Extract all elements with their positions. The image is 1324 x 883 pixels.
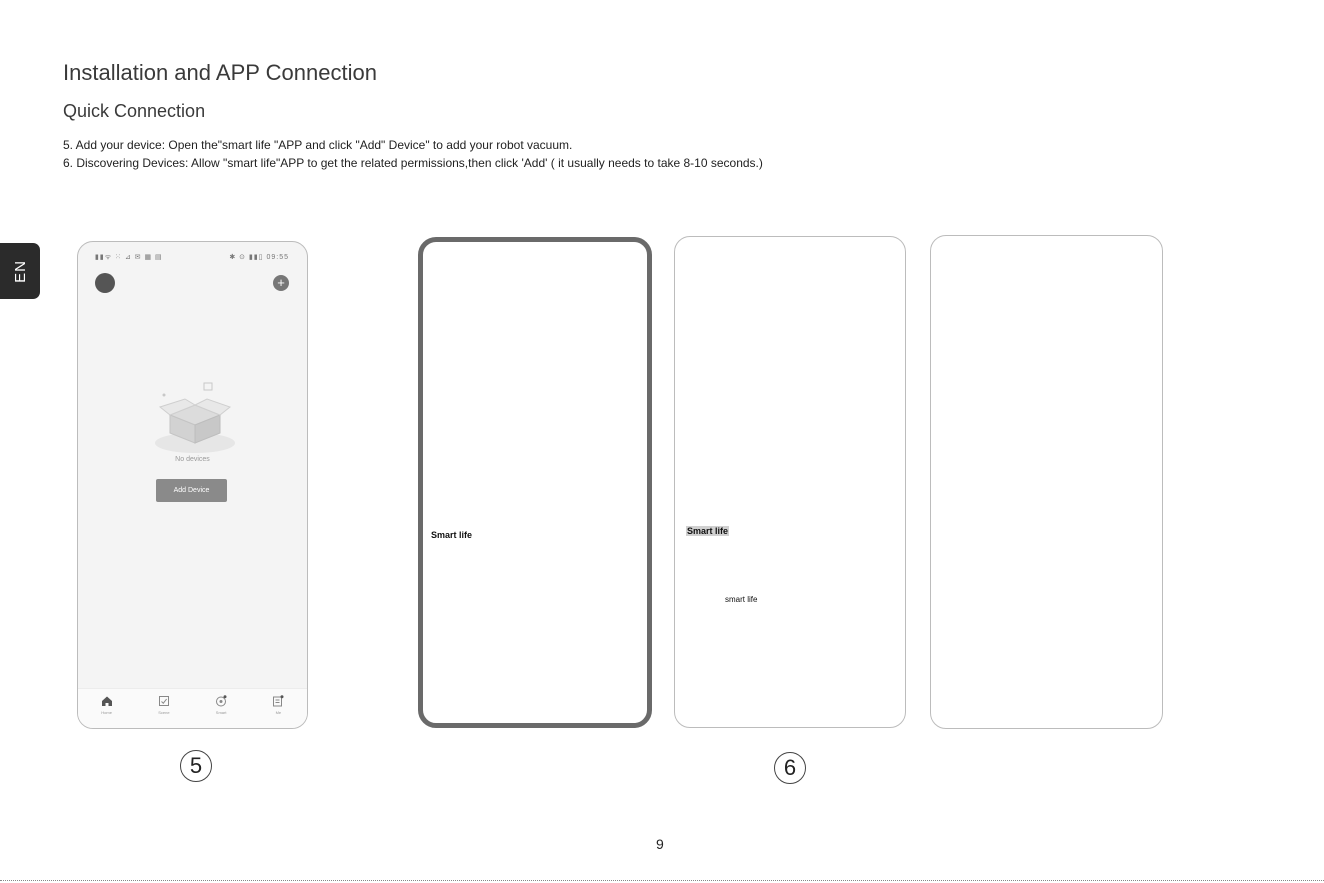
avatar[interactable] <box>95 273 115 293</box>
step-5-instruction: 5. Add your device: Open the"smart life … <box>63 138 573 152</box>
bottom-divider <box>0 880 1324 882</box>
home-icon <box>101 696 112 706</box>
tab-smart[interactable]: Smart <box>201 695 241 715</box>
tab-label: Home <box>101 710 112 715</box>
tab-scene[interactable]: Scene <box>144 695 184 715</box>
phone-screenshot-home: ▮▮ᯤ ⁙ ⊿ ✉ ▦ ▤ ✱ ⊙ ▮▮▯ 09:55 + No devices… <box>77 241 308 729</box>
phone-screenshot-permission-a: Smart life <box>418 237 652 728</box>
me-icon <box>273 695 284 707</box>
language-tab-label: EN <box>11 259 29 283</box>
page-number: 9 <box>656 836 664 852</box>
tab-label: Smart <box>215 710 227 715</box>
app-name-label: Smart life <box>431 530 473 540</box>
smart-icon <box>216 695 227 707</box>
empty-state-text: No devices <box>175 456 210 463</box>
page-title: Installation and APP Connection <box>63 60 377 85</box>
tab-me[interactable]: Me <box>258 695 298 715</box>
phone-screenshot-discovering <box>930 235 1163 729</box>
tab-label: Scene <box>158 710 170 715</box>
bottom-tab-bar: Home Scene Smart <box>78 688 307 728</box>
scene-icon <box>158 696 169 706</box>
app-name-small-label: smart life <box>725 595 758 604</box>
add-device-button[interactable]: Add Device <box>156 479 227 502</box>
app-name-label: Smart life <box>686 526 730 536</box>
step-6-instruction: 6. Discovering Devices: Allow "smart lif… <box>63 156 763 170</box>
phone-screenshot-permission-b: Smart life smart life <box>674 236 906 728</box>
section-subtitle: Quick Connection <box>63 101 206 121</box>
status-bar-right: ✱ ⊙ ▮▮▯ 09:55 <box>229 254 289 261</box>
add-icon[interactable]: + <box>273 275 289 291</box>
tab-label: Me <box>275 710 282 715</box>
language-tab: EN <box>0 243 40 299</box>
tab-home[interactable]: Home <box>87 695 127 715</box>
step-marker-6: 6 <box>774 752 806 784</box>
step-marker-5: 5 <box>180 750 212 782</box>
status-bar-left: ▮▮ᯤ ⁙ ⊿ ✉ ▦ ▤ <box>95 254 163 261</box>
empty-box-illustration <box>155 382 235 453</box>
